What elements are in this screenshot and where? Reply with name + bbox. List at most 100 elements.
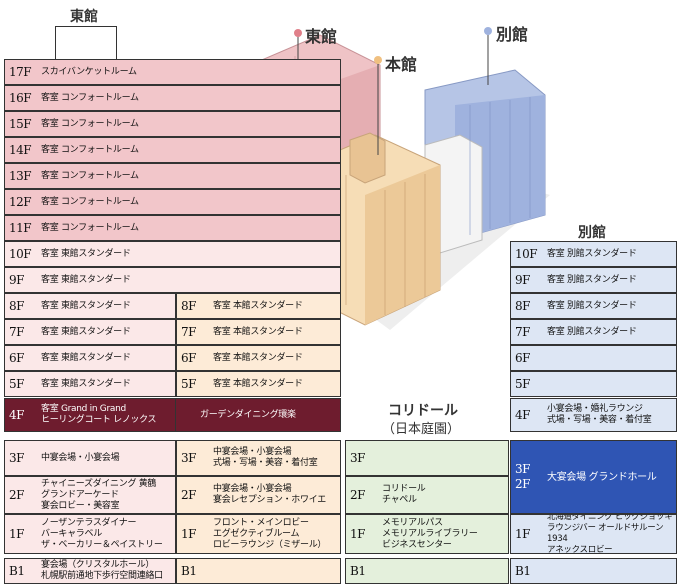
floor-facility: 中宴会場・小宴会場 式場・写場・美容・着付室 [213,447,318,468]
illustration-east-label: 東館 [305,27,338,46]
floor-facility: 中宴会場・小宴会場 [41,452,120,463]
floor-label: 7F [515,325,530,339]
floor-facility: 客室 本館スタンダード [213,378,303,389]
floor-label: 2F [350,488,365,502]
floor-label: 8F [515,299,530,313]
floor-label: 2F [9,488,24,502]
corridor-floor-1f: 1F メモリアルパス メモリアルライブラリー ビジネスセンター [345,514,509,554]
floor-facility: 小宴会場・婚礼ラウンジ 式場・写場・美容・着付室 [547,404,652,425]
illustration-annex-label: 別館 [496,25,529,44]
east-floor-17f: 17F スカイバンケットルーム [4,59,341,85]
main-floor-5f: 5F 客室 本館スタンダード [176,371,341,397]
floor-label: 3F [350,451,365,465]
east-floor-16f: 16F 客室 コンフォートルーム [4,85,341,111]
floor-facility: 客室 コンフォートルーム [41,118,139,129]
floor-label: 13F [9,169,32,183]
floor-label: 6F [181,351,196,365]
floor-label: 9F [515,273,530,287]
floor-label: B1 [515,564,531,578]
floor-facility: 客室 コンフォートルーム [41,144,139,155]
floor-facility: 客室 別館スタンダード [547,300,637,311]
floor-facility: スカイバンケットルーム [41,66,137,77]
annex-floor-1f: 1F 北海道ダイニング ビッグジョッキ ラウンジバー オールドサルーン 1934 … [510,514,677,554]
east-floor-5f: 5F 客室 東館スタンダード [4,371,176,397]
floor-facility: 客室 コンフォートルーム [41,222,139,233]
floor-label: 6F [9,351,24,365]
floor-facility: 客室 東館スタンダード [41,248,131,259]
east-floor-9f: 9F 客室 東館スタンダード [4,267,341,293]
annex-floor-3f-2f: 3F 2F 大宴会場 グランドホール [510,440,677,514]
floor-label: 1F [515,527,530,541]
floor-label: 5F [9,377,24,391]
floor-label: 7F [181,325,196,339]
east-floor-13f: 13F 客室 コンフォートルーム [4,163,341,189]
floor-label: 6F [515,351,530,365]
corridor-subtitle: （日本庭園） [382,422,461,437]
floor-facility: ノーザンテラスダイナー バーキャラベル ザ・ベーカリー＆ペイストリー [41,517,163,550]
floor-facility: 客室 東館スタンダード [41,378,131,389]
floor-facility: 大宴会場 グランドホール [547,471,657,483]
annex-floor-5f: 5F [510,371,677,397]
floor-label: 10F [9,247,32,261]
annex-floor-6f: 6F [510,345,677,371]
annex-floor-b1: B1 [510,558,677,584]
annex-pin-icon [484,27,492,35]
floor-label: B1 [350,564,366,578]
floor-label: 5F [515,377,530,391]
floor-label: 16F [9,91,32,105]
east-floor-1f: 1F ノーザンテラスダイナー バーキャラベル ザ・ベーカリー＆ペイストリー [4,514,176,554]
floor-label: 4F [9,408,24,422]
floor-label: 5F [181,377,196,391]
east-floor-14f: 14F 客室 コンフォートルーム [4,137,341,163]
east-wing-title: 東館 [70,9,98,25]
east-floor-10f: 10F 客室 東館スタンダード [4,241,341,267]
floor-facility: 客室 コンフォートルーム [41,170,139,181]
main-floor-4f: ガーデンダイニング環楽 [176,398,341,432]
main-floor-3f: 3F 中宴会場・小宴会場 式場・写場・美容・着付室 [176,440,341,476]
floor-label: 14F [9,143,32,157]
floor-label: 7F [9,325,24,339]
main-building-side [365,165,440,325]
east-floor-6f: 6F 客室 東館スタンダード [4,345,176,371]
floor-label: 3F [181,451,196,465]
floor-label: 17F [9,65,32,79]
floor-label: 9F [9,273,24,287]
floor-facility: 北海道ダイニング ビッグジョッキ ラウンジバー オールドサルーン 1934 アネ… [547,514,673,554]
floor-label: 8F [181,299,196,313]
floor-facility: 客室 別館スタンダード [547,326,637,337]
east-floor-3f: 3F 中宴会場・小宴会場 [4,440,176,476]
floor-facility: メモリアルパス メモリアルライブラリー ビジネスセンター [382,517,478,550]
floor-label: 1F [350,527,365,541]
floor-facility: 客室 コンフォートルーム [41,92,139,103]
floor-facility: 客室 別館スタンダード [547,248,637,259]
main-floor-b1: B1 [176,558,341,584]
east-floor-11f: 11F 客室 コンフォートルーム [4,215,341,241]
corridor-title: コリドール [388,403,458,419]
floor-label: 10F [515,247,538,261]
floor-label: 1F [9,527,24,541]
floor-label: 1F [181,527,196,541]
floor-label: 3F [9,451,24,465]
floor-facility: 客室 東館スタンダード [41,300,131,311]
floor-label: 3F 2F [515,462,530,491]
floor-facility: フロント・メインロビー エグゼクティブルーム ロビーラウンジ（ミザール） [213,517,327,550]
floor-facility: 宴会場（クリスタルホール） 札幌駅前通地下歩行空間連絡口 [41,560,163,581]
annex-wing-title: 別館 [578,225,606,241]
floor-facility: 客室 本館スタンダード [213,326,303,337]
floor-facility: 客室 東館スタンダード [41,274,131,285]
floor-label: 11F [9,221,32,235]
floor-facility: 客室 東館スタンダード [41,352,131,363]
main-floor-7f: 7F 客室 本館スタンダード [176,319,341,345]
floor-label: 12F [9,195,32,209]
floor-facility: チャイニーズダイニング 黄鶴 グランドアーケード 宴会ロビー・美容室 [41,478,157,511]
floor-label: B1 [181,564,197,578]
floor-label: 8F [9,299,24,313]
